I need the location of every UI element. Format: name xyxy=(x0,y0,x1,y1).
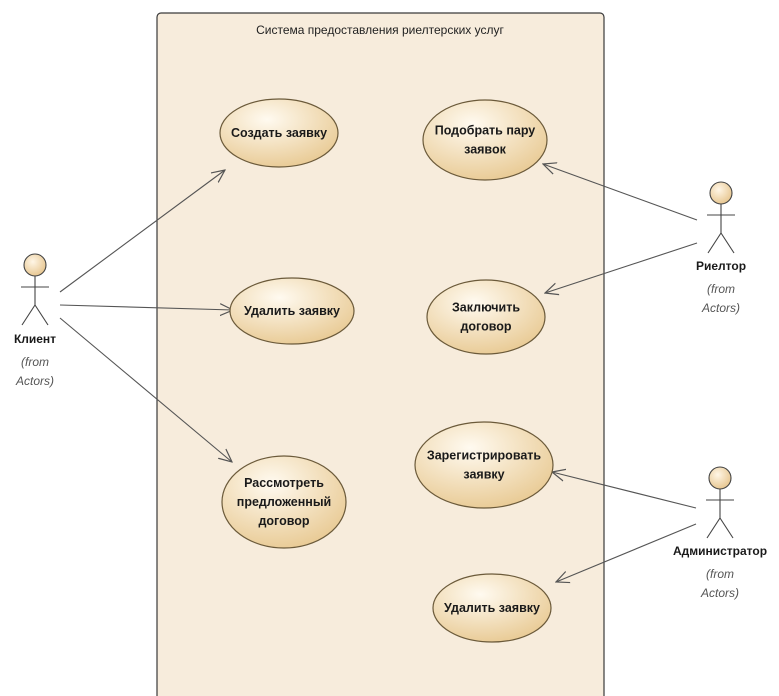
actor-package-label: Actors) xyxy=(15,374,54,388)
use-case-ellipse xyxy=(221,455,347,549)
actors: Клиент(fromActors)Риелтор(fromActors)Адм… xyxy=(14,181,767,600)
actor-left-leg xyxy=(707,232,722,254)
actor-right-leg xyxy=(719,517,734,539)
actor-head-icon xyxy=(709,181,733,205)
actor-left-leg xyxy=(706,517,721,539)
use-case-uc6[interactable]: Зарегистрировать заявку xyxy=(414,421,554,509)
actor-package-label: (from xyxy=(21,355,49,369)
use-case-label: Создать заявку xyxy=(231,126,327,140)
actor-head-icon xyxy=(708,466,732,490)
use-case-ellipse xyxy=(229,277,355,345)
actor-name: Клиент xyxy=(14,332,56,346)
use-case-label: договор xyxy=(258,514,309,528)
actor-name: Администратор xyxy=(673,544,767,558)
system-title: Система предоставления риелтерских услуг xyxy=(256,23,504,37)
use-case-uc5[interactable]: Заключить договор xyxy=(426,279,546,355)
actor-head-icon xyxy=(23,253,47,277)
association-admin-uc6 xyxy=(552,472,697,509)
use-case-uc7[interactable]: Удалить заявку xyxy=(432,573,552,643)
actor-package-label: Actors) xyxy=(700,586,739,600)
association-client-uc2 xyxy=(59,305,233,310)
association-realtor-uc5 xyxy=(545,242,698,293)
actor-right-leg xyxy=(34,304,49,326)
use-case-label: Заключить xyxy=(452,301,520,315)
use-case-uc1[interactable]: Создать заявку xyxy=(219,98,339,168)
associations xyxy=(59,164,698,582)
actor-name: Риелтор xyxy=(696,259,746,273)
use-case-label: предложенный xyxy=(237,495,331,509)
association-client-uc3 xyxy=(59,317,232,462)
use-case-uc3[interactable]: Рассмотреть предложенный договор xyxy=(221,455,347,549)
use-case-label: Зарегистрировать xyxy=(427,449,542,463)
association-admin-uc7 xyxy=(556,523,697,582)
actor-right-leg xyxy=(720,232,735,254)
use-case-ellipse xyxy=(426,279,546,355)
use-case-uc4[interactable]: Подобрать пару заявок xyxy=(422,99,548,181)
use-case-ellipse xyxy=(219,98,339,168)
use-case-uc2[interactable]: Удалить заявку xyxy=(229,277,355,345)
use-case-label: заявок xyxy=(464,143,506,157)
use-case-ellipse xyxy=(432,573,552,643)
use-case-label: договор xyxy=(460,320,511,334)
actor-package-label: (from xyxy=(706,567,734,581)
use-case-label: заявку xyxy=(463,468,504,482)
association-client-uc1 xyxy=(59,170,225,293)
actor-package-label: Actors) xyxy=(701,301,740,315)
use-case-label: Подобрать пару xyxy=(435,124,536,138)
association-realtor-uc4 xyxy=(543,164,698,221)
use-case-label: Рассмотреть xyxy=(244,476,324,490)
use-case-ellipse xyxy=(414,421,554,509)
actor-package-label: (from xyxy=(707,282,735,296)
use-case-label: Удалить заявку xyxy=(444,601,540,615)
use-case-label: Удалить заявку xyxy=(244,304,340,318)
actor-left-leg xyxy=(21,304,36,326)
use-case-ellipse xyxy=(422,99,548,181)
